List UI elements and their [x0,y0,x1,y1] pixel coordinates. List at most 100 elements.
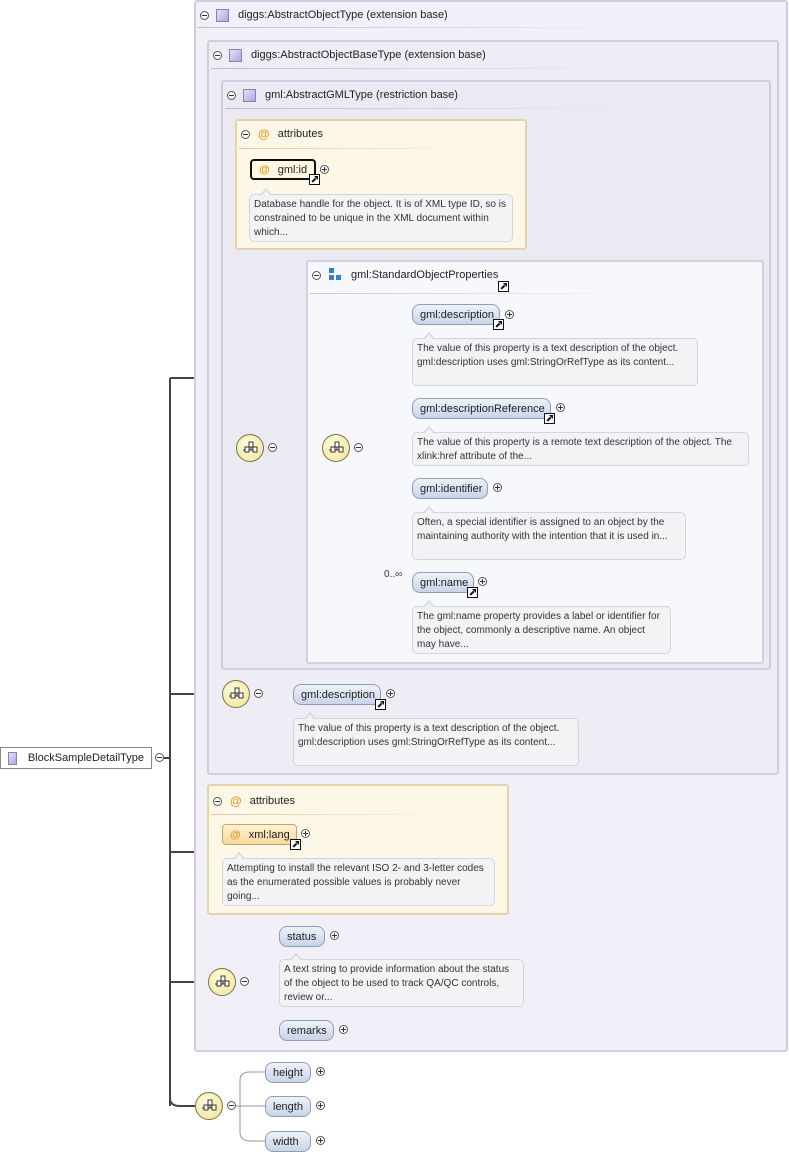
reference-arrow-icon [498,281,509,292]
gml-id-label: gml:id [277,163,308,176]
element-label: width [273,1135,299,1148]
attribute-at-icon: @ [230,828,241,841]
collapse-icon[interactable] [241,129,250,139]
gml-description-element-2[interactable]: gml:description [293,684,381,705]
height-element[interactable]: height [265,1062,311,1083]
group-icon [329,268,343,282]
collapse-icon[interactable] [155,753,164,762]
reference-arrow-icon [544,413,555,424]
collapse-icon[interactable] [268,443,277,452]
expand-icon[interactable] [301,829,310,838]
attribute-at-icon: @ [230,794,242,808]
reference-arrow-icon [290,839,301,850]
complex-type-icon [243,88,256,102]
collapse-icon[interactable] [354,443,363,452]
element-label: gml:name [420,576,469,589]
gml-description-element[interactable]: gml:description [412,304,500,325]
attributes-label: attributes [277,128,323,140]
element-label: gml:description [420,308,494,321]
remarks-element[interactable]: remarks [279,1020,334,1041]
width-element[interactable]: width [265,1131,311,1152]
element-label: status [287,930,317,943]
expand-icon[interactable] [316,1101,325,1110]
attributes-label: attributes [249,795,295,807]
collapse-icon[interactable] [200,10,209,20]
abstract-object-type-label: diggs:AbstractObjectType (extension base… [238,9,448,21]
attribute-at-icon: @ [258,127,270,141]
header-underline [310,293,640,294]
expand-icon[interactable] [478,577,487,586]
gml-name-element[interactable]: gml:name [412,572,474,593]
gml-identifier-element[interactable]: gml:identifier [412,478,488,499]
expand-icon[interactable] [320,165,329,174]
sequence-icon [229,687,244,699]
reference-arrow-icon [467,587,478,598]
header-underline [225,108,625,109]
element-label: length [273,1100,303,1113]
xml-lang-label: xml:lang [248,828,290,841]
block-sample-detail-type-root[interactable]: BlockSampleDetailType [0,747,152,769]
length-element[interactable]: length [265,1096,311,1117]
expand-icon[interactable] [339,1025,348,1034]
standard-object-properties-label: gml:StandardObjectProperties [351,269,499,281]
expand-icon[interactable] [493,483,502,492]
abstract-object-base-type-label: diggs:AbstractObjectBaseType (extension … [251,49,486,61]
standard-object-properties-header[interactable]: gml:StandardObjectProperties [312,266,498,284]
collapse-icon[interactable] [312,270,321,280]
header-underline [198,27,638,28]
sequence-compositor-icon[interactable] [222,680,250,708]
gml-description-reference-doc: The value of this property is a remote t… [412,426,749,466]
expand-icon[interactable] [505,310,514,319]
sequence-icon [215,975,230,987]
collapse-icon[interactable] [240,977,249,986]
gml-id-attribute[interactable]: @ gml:id [250,159,316,180]
attribute-at-icon: @ [259,163,270,176]
gml-description-doc: The value of this property is a text des… [412,332,698,386]
root-label: BlockSampleDetailType [27,752,144,764]
sequence-icon [202,1099,217,1111]
expand-icon[interactable] [316,1136,325,1145]
xml-lang-doc: Attempting to install the relevant ISO 2… [222,852,495,906]
collapse-icon[interactable] [213,50,222,60]
reference-arrow-icon [493,319,504,330]
expand-icon[interactable] [556,403,565,412]
sequence-icon [329,441,344,453]
sequence-compositor-icon[interactable] [195,1092,223,1120]
complex-type-icon [229,48,242,62]
header-underline [239,148,469,149]
expand-icon[interactable] [386,689,395,698]
reference-arrow-icon [309,174,320,185]
sequence-compositor-icon[interactable] [322,434,350,462]
element-label: gml:description [301,688,375,701]
header-underline [211,814,451,815]
element-label: gml:identifier [420,482,483,495]
gml-description-reference-element[interactable]: gml:descriptionReference [412,398,551,419]
abstract-gml-type-header[interactable]: gml:AbstractGMLType (restriction base) [227,86,458,104]
attributes-header[interactable]: @ attributes [213,792,295,810]
abstract-object-type-header[interactable]: diggs:AbstractObjectType (extension base… [200,6,448,24]
collapse-icon[interactable] [227,1101,236,1110]
status-element[interactable]: status [279,926,325,947]
reference-arrow-icon [375,699,386,710]
sequence-compositor-icon[interactable] [236,434,264,462]
abstract-object-base-type-header[interactable]: diggs:AbstractObjectBaseType (extension … [213,46,486,64]
occurrence-label: 0..∞ [384,569,403,580]
status-doc: A text string to provide information abo… [279,953,524,1007]
gml-identifier-doc: Often, a special identifier is assigned … [412,506,686,560]
element-label: remarks [287,1024,327,1037]
attributes-header[interactable]: @ attributes [241,125,323,143]
xml-lang-attribute[interactable]: @ xml:lang [222,824,297,845]
expand-icon[interactable] [316,1067,325,1076]
element-label: gml:descriptionReference [420,402,545,415]
collapse-icon[interactable] [227,90,236,100]
complex-type-icon [216,8,229,22]
element-label: height [273,1066,303,1079]
gml-id-doc: Database handle for the object. It is of… [249,188,513,242]
sequence-compositor-icon[interactable] [208,968,236,996]
collapse-icon[interactable] [254,689,263,698]
gml-description-doc-2: The value of this property is a text des… [293,712,579,766]
sequence-icon [243,441,258,453]
gml-name-doc: The gml:name property provides a label o… [412,600,671,654]
expand-icon[interactable] [330,931,339,940]
collapse-icon[interactable] [213,796,222,806]
